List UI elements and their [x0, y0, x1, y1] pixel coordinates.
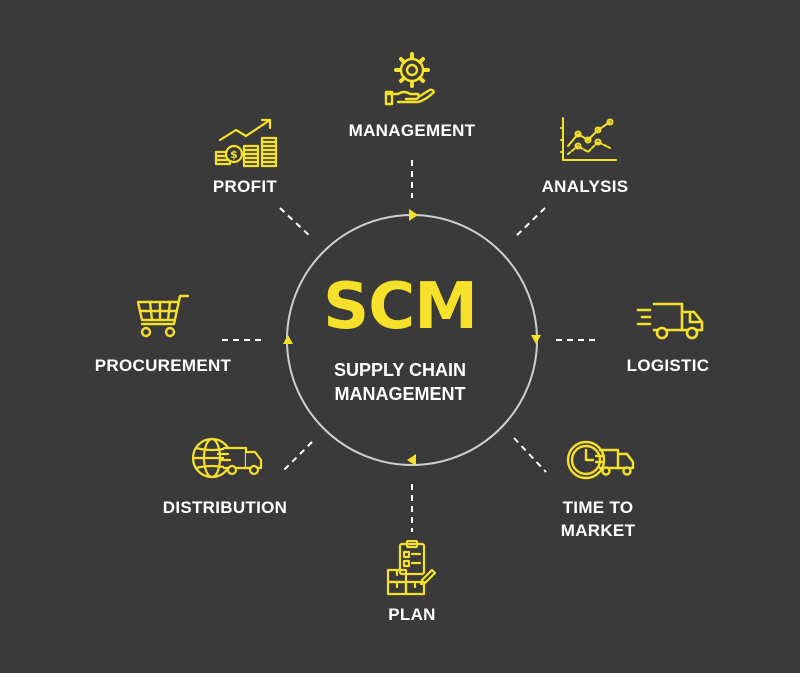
arrow-marker-top	[409, 209, 418, 221]
center-subtitle-line1: SUPPLY CHAIN	[333, 360, 467, 380]
node-label-profit: PROFIT	[212, 177, 278, 196]
node-label-plan: PLAN	[388, 605, 436, 624]
delivery-truck-icon	[636, 302, 704, 340]
node-label-time-to-market-line1: TIME TO	[562, 498, 634, 517]
globe-truck-icon	[191, 437, 263, 479]
connector-profit	[279, 207, 313, 239]
node-label-time-to-market-line2: MARKET	[560, 521, 636, 540]
gear-hand-icon	[384, 52, 436, 106]
center-title: SCM	[323, 270, 478, 344]
connector-distribution	[281, 441, 313, 473]
svg-text:$: $	[230, 148, 238, 161]
shopping-cart-icon	[136, 294, 190, 338]
clipboard-boxes-icon	[386, 540, 436, 596]
connector-analysis	[513, 207, 546, 239]
node-label-analysis: ANALYSIS	[541, 177, 629, 196]
node-label-distribution: DISTRIBUTION	[162, 498, 288, 517]
clock-truck-icon	[566, 440, 635, 480]
line-chart-icon	[560, 117, 617, 161]
arrow-marker-left	[283, 335, 293, 344]
connector-time-to-market	[513, 437, 547, 473]
center-subtitle-line2: MANAGEMENT	[334, 384, 466, 404]
node-label-management: MANAGEMENT	[348, 121, 476, 140]
arrow-marker-right	[531, 335, 541, 344]
arrow-marker-bottom	[407, 454, 416, 466]
coins-growth-icon: $	[214, 118, 278, 168]
node-label-procurement: PROCUREMENT	[94, 356, 232, 375]
node-label-logistic: LOGISTIC	[626, 356, 710, 375]
